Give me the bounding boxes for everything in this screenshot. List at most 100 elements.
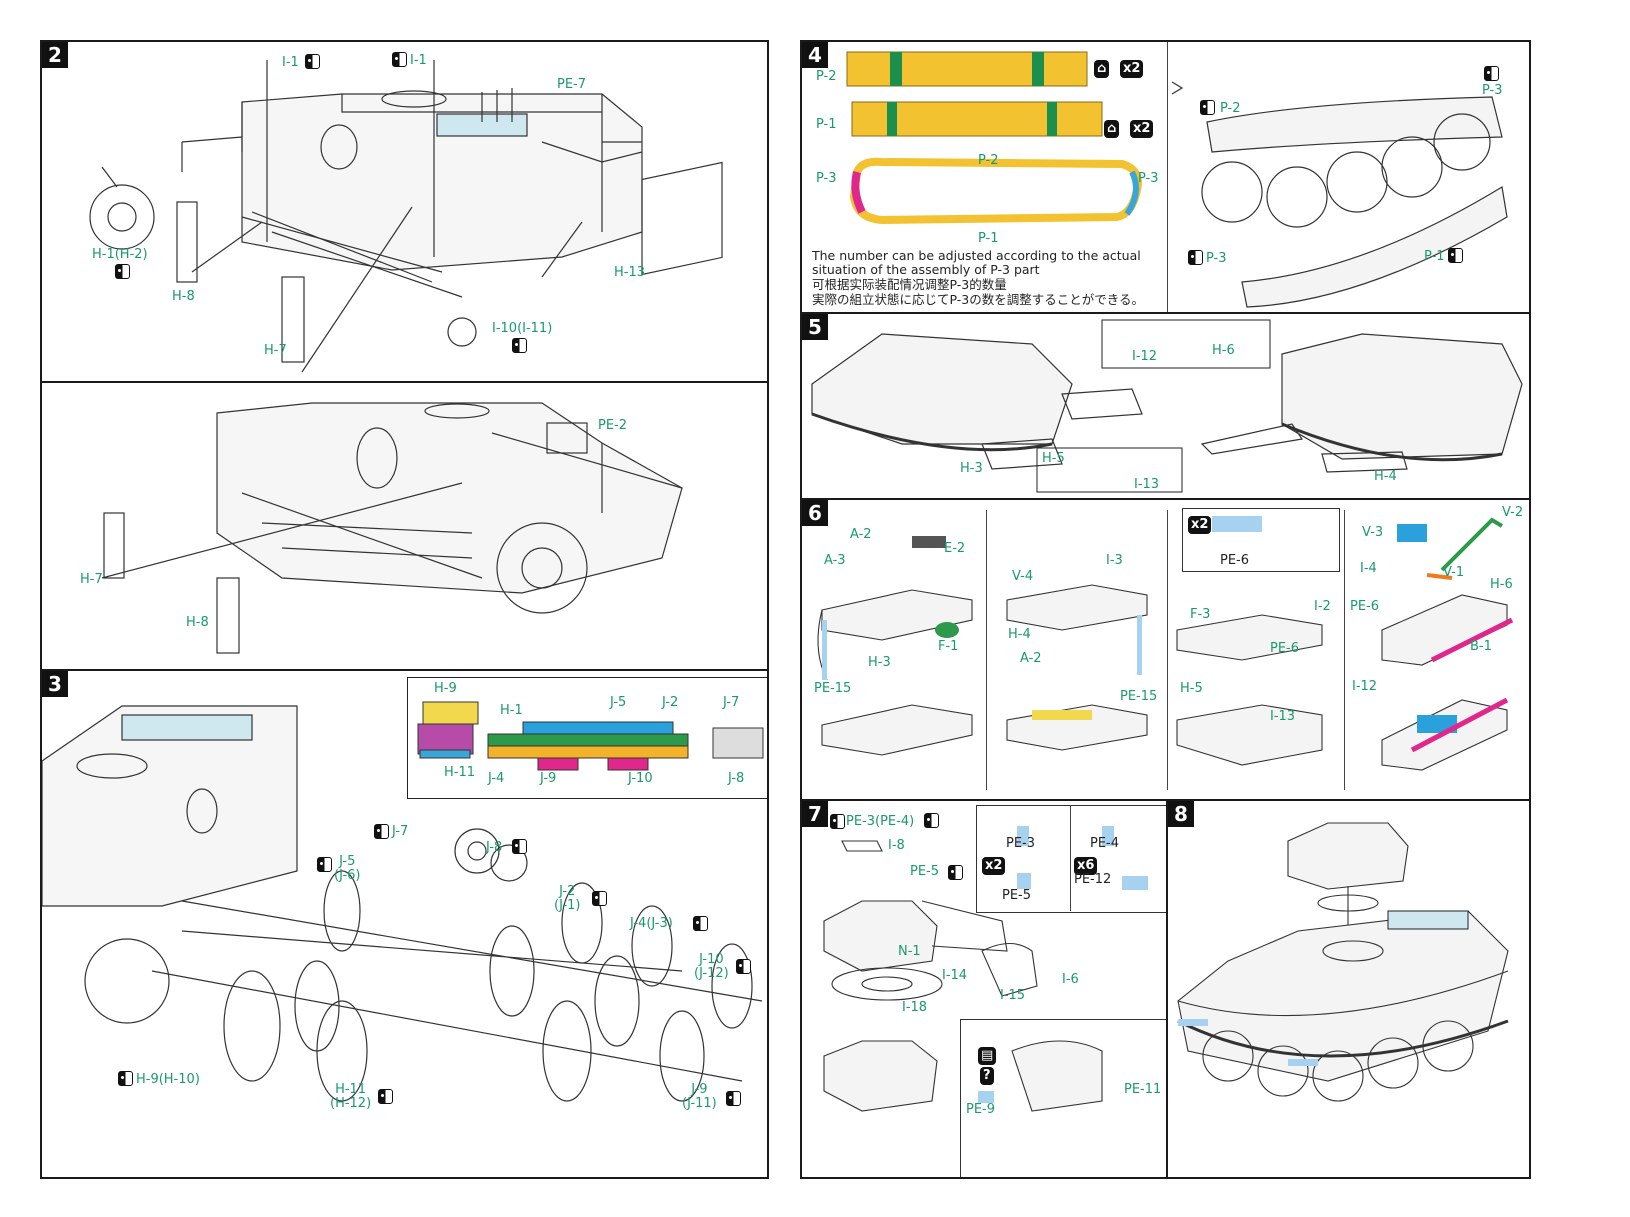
step-number: 3	[42, 671, 68, 697]
quantity-badge: x2	[1130, 120, 1154, 138]
glue-icon	[392, 52, 407, 67]
label-pe-3: PE-3(PE-4)	[846, 814, 915, 829]
glue-icon	[1200, 100, 1215, 115]
glue-icon	[592, 891, 607, 906]
note-english-2: situation of the assembly of P-3 part	[812, 262, 1040, 277]
inset-label-j-7: J-7	[723, 695, 740, 710]
label-r-p-3-bottom: P-3	[1206, 251, 1227, 266]
box-label-pe-5: PE-5	[1002, 888, 1032, 903]
label-j-1-text: (J-1)	[554, 898, 581, 913]
hinge-icon: ⌂	[1094, 60, 1110, 78]
glue-icon	[374, 824, 389, 839]
divider	[1070, 805, 1071, 911]
label-h-5: H-5	[1180, 681, 1203, 696]
label-pe-9: PE-9	[966, 1102, 996, 1117]
label-h-8: H-8	[186, 615, 209, 630]
label-f-1: F-1	[938, 639, 959, 654]
label-b-1: B-1	[1470, 639, 1492, 654]
label-pe-15-b: PE-15	[1120, 689, 1158, 704]
glue-icon	[115, 264, 130, 279]
divider	[1167, 42, 1168, 312]
quantity-badge: x2	[1188, 516, 1212, 534]
label-h-6: H-6	[1212, 343, 1235, 358]
step-6-panel: 6 A-2 E-2 A-3 F-1 H-3 PE-15 I-3 V-4	[800, 498, 1531, 801]
label-v-2: V-2	[1502, 505, 1524, 520]
inset-box: H-9 H-1 J-5 J-2 J-7 H-11 J-4 J-9 J-10 J-…	[407, 677, 767, 799]
label-p-2: P-2	[816, 69, 837, 84]
inset-label-j-9: J-9	[540, 771, 557, 786]
label-p-3-left: P-3	[816, 171, 837, 186]
label-v-1: V-1	[1443, 565, 1465, 580]
label-h-9: H-9(H-10)	[136, 1072, 200, 1087]
label-i-15: I-15	[1000, 988, 1026, 1003]
label-j-2-text: J-2	[559, 884, 576, 899]
label-f-3: F-3	[1190, 607, 1211, 622]
divider	[1167, 510, 1168, 790]
label-pe-6-box: PE-6	[1220, 553, 1250, 568]
inset-drawing	[417, 701, 764, 771]
label-pe-2: PE-2	[598, 418, 628, 433]
quantity-badge: x6	[1074, 857, 1098, 875]
inset-label-h-1: H-1	[500, 703, 523, 718]
label-pe-11: PE-11	[1124, 1082, 1162, 1097]
label-j-10: J-10(J-12)	[694, 953, 729, 981]
step-number: 2	[42, 42, 68, 68]
step-number: 8	[1168, 801, 1194, 827]
label-i-6: I-6	[1062, 972, 1079, 987]
step-2-panel: 2 I-1 I-1 PE-7 H-1(H-2) H-8 H-7 H-1	[40, 40, 769, 383]
box-label-pe-3: PE-3	[1006, 836, 1036, 851]
pe11-box	[960, 1019, 1166, 1177]
label-h-5: H-5	[1042, 451, 1065, 466]
label-pe-6-c: PE-6	[1350, 599, 1380, 614]
label-pe-15-a: PE-15	[814, 681, 852, 696]
step-3-panel: 3	[40, 669, 769, 1179]
label-p-2-mid: P-2	[978, 153, 999, 168]
glue-icon	[693, 916, 708, 931]
step-number: 7	[802, 801, 828, 827]
label-h-11: H-11(H-12)	[330, 1083, 371, 1111]
label-i-12: I-12	[1352, 679, 1378, 694]
label-j-12-text: (J-12)	[694, 966, 729, 981]
question-icon: ?	[980, 1067, 994, 1085]
pe-detail-box	[976, 805, 1166, 913]
label-i-3: I-3	[1106, 553, 1123, 568]
glue-icon	[948, 865, 963, 880]
step-number: 6	[802, 500, 828, 526]
label-i-4: I-4	[1360, 561, 1377, 576]
label-j-4: J-4(J-3)	[630, 916, 673, 931]
label-h-7: H-7	[80, 572, 103, 587]
turret-drawing	[823, 826, 1148, 1112]
step-7-panel: 7 PE-3(PE-4) I-8 PE-5 N-1 I-14 I-6 I-15 …	[800, 799, 1168, 1179]
glue-icon	[305, 54, 320, 69]
suspension-drawing	[42, 705, 763, 1102]
note-chinese: 可根据实际装配情况调整P-3的数量	[812, 277, 1007, 292]
label-h-4: H-4	[1008, 627, 1031, 642]
label-j-2: J-2(J-1)	[554, 885, 580, 913]
label-i-8: I-8	[888, 838, 905, 853]
label-p-3-right: P-3	[1138, 171, 1159, 186]
label-h-8: H-8	[172, 289, 195, 304]
label-pe-7: PE-7	[557, 77, 587, 92]
divider	[986, 510, 987, 790]
inset-label-j-4: J-4	[488, 771, 505, 786]
fender-drawing	[811, 319, 1523, 493]
label-p-1-mid: P-1	[978, 231, 999, 246]
step-number: 4	[802, 42, 828, 68]
label-h-12-text: (H-12)	[330, 1096, 372, 1111]
label-i-13: I-13	[1270, 709, 1296, 724]
label-j-6-text: (J-6)	[334, 868, 361, 883]
label-e-2: E-2	[944, 541, 966, 556]
box-label-pe-4: PE-4	[1090, 836, 1120, 851]
label-h-1: H-1(H-2)	[92, 247, 148, 262]
step-number: 5	[802, 314, 828, 340]
hinge-icon: ⌂	[1104, 120, 1120, 138]
label-j-5: J-5(J-6)	[334, 855, 360, 883]
glue-icon	[736, 959, 751, 974]
quantity-badge: x2	[982, 857, 1006, 875]
hull-drawing	[89, 60, 723, 373]
label-n-1: N-1	[898, 944, 921, 959]
track-drawing	[846, 51, 1508, 308]
label-p-1: P-1	[816, 117, 837, 132]
label-h-3: H-3	[960, 461, 983, 476]
label-i-1-left: I-1	[282, 55, 299, 70]
